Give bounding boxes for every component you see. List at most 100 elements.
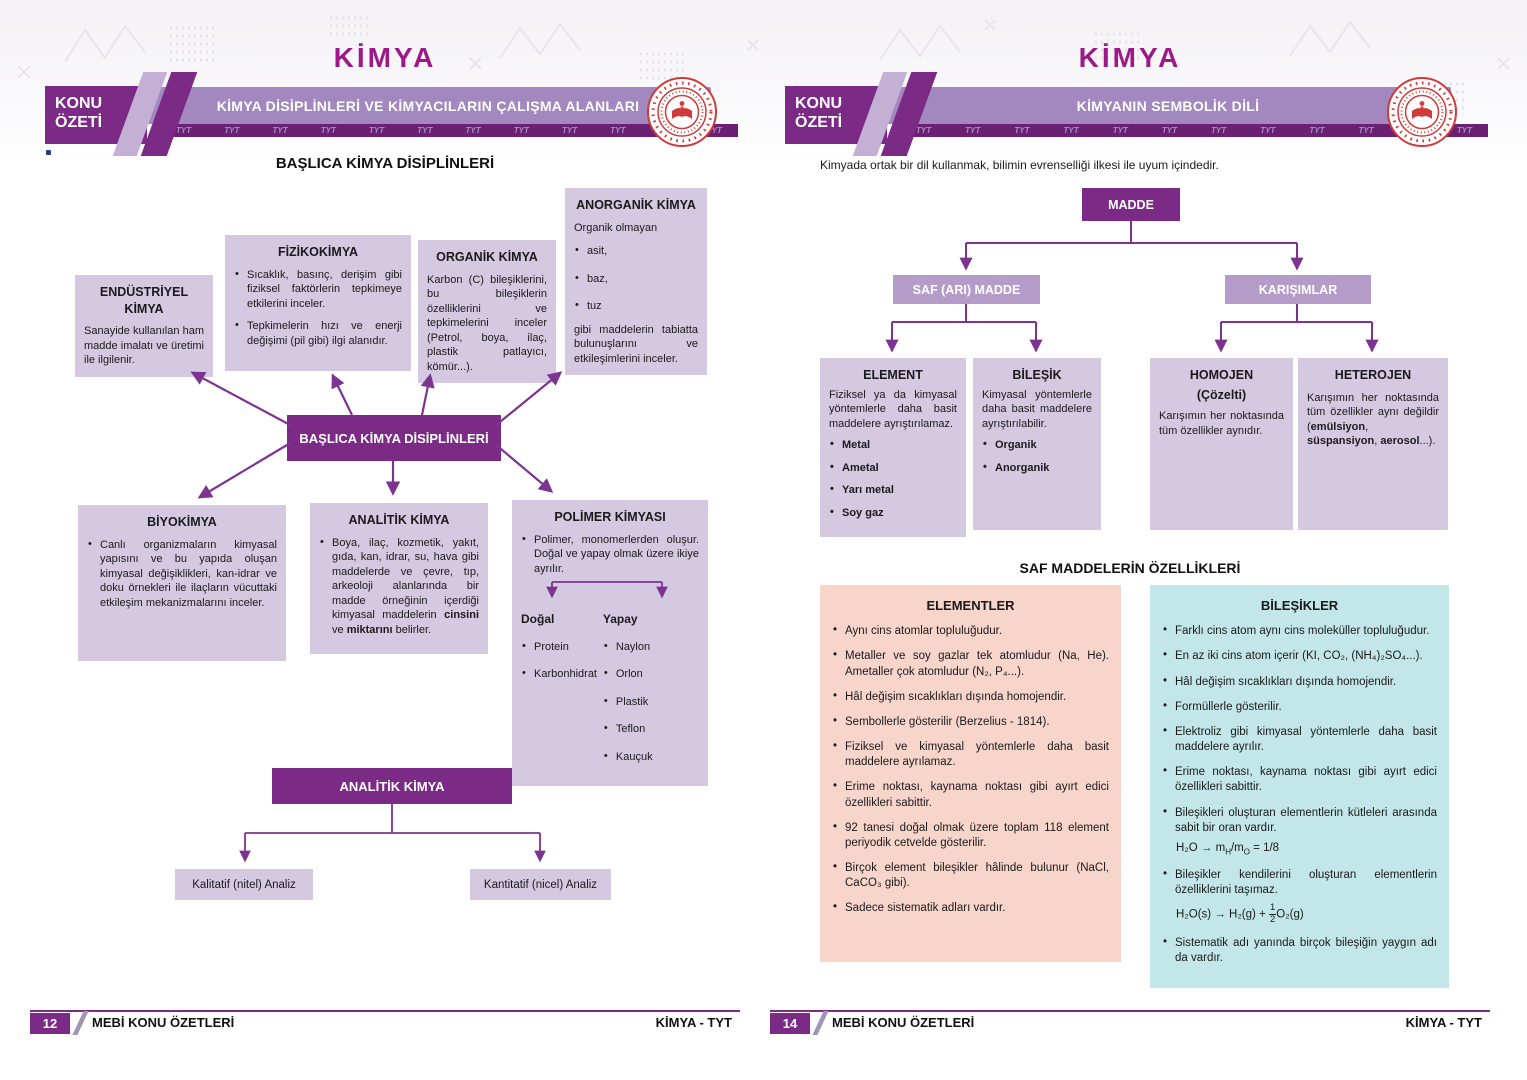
list-item: Naylon <box>603 639 699 655</box>
text-segment: Karışımın her noktasında tüm özellikler … <box>1307 391 1439 433</box>
list-item: Soy gaz <box>829 505 957 521</box>
topic-banner-title: KİMYANIN SEMBOLİK DİLİ <box>1076 97 1260 114</box>
list-item: Metal <box>829 437 957 453</box>
decorative-dot <box>46 150 51 155</box>
bullet-item: baz, <box>574 271 698 287</box>
badge-line2: ÖZETİ <box>795 114 843 132</box>
box-fizikokimya: FİZİKOKİMYA Sıcaklık, basınç, derişim gi… <box>225 235 411 371</box>
text-segment: ve <box>332 623 347 636</box>
box-body: Sanayide kullanılan ham madde imalatı ve… <box>84 325 204 367</box>
node-label: SAF (ARI) MADDE <box>912 282 1021 297</box>
leaf-label: Kalitatif (nitel) Analiz <box>192 878 296 891</box>
node-karisimlar: KARIŞIMLAR <box>1225 275 1371 304</box>
box-body: Karbon (C) bileşiklerini, bu bileşikleri… <box>427 273 547 373</box>
panel-title: BİLEŞİKLER <box>1260 598 1339 613</box>
list-item: Kauçuk <box>603 749 699 765</box>
bullet-item: Erime noktası, kaynama noktası gibi ayır… <box>832 779 1109 810</box>
tyt-label: TYT <box>176 126 192 135</box>
list-item: Teflon <box>603 721 699 737</box>
center-node-label: BAŞLICA KİMYA DİSİPLİNLERİ <box>299 430 489 446</box>
text-segment-bold: süspansiyon <box>1307 435 1375 448</box>
formula-segment: /m <box>1230 841 1244 854</box>
tyt-label: TYT <box>610 126 626 135</box>
formula-subscript: H <box>1225 847 1231 857</box>
text-segment-bold: emülsiyon <box>1310 420 1366 433</box>
tyt-label: TYT <box>916 126 932 135</box>
box-biyokimya: BİYOKİMYA Canlı organizmaların kimyasal … <box>78 505 286 661</box>
bullet-item: Boya, ilaç, kozmetik, yakıt, gıda, kan, … <box>319 535 479 638</box>
column-header: Yapay <box>602 612 638 627</box>
list-item: Karbonhidrat <box>521 666 603 682</box>
left-page: KİMYA KİMYA DİSİPLİNLERİ VE KİMYACILARIN… <box>30 0 740 1080</box>
footer-subject: KİMYA - TYT <box>1405 1015 1482 1030</box>
box-body: Karışımın her noktasında tüm özellikler … <box>1159 410 1284 437</box>
box-bilesik: BİLEŞİK Kimyasal yöntemlerle daha basit … <box>973 358 1101 530</box>
meb-logo <box>1387 77 1457 147</box>
tyt-label: TYT <box>513 126 529 135</box>
box-title: ORGANİK KİMYA <box>436 250 538 264</box>
leaf-label: Kantitatif (nicel) Analiz <box>483 878 598 891</box>
leaf-kantitatif-analiz: Kantitatif (nicel) Analiz <box>470 869 611 900</box>
center-node-baslica-kimya-disiplinleri: BAŞLICA KİMYA DİSİPLİNLERİ <box>287 415 501 461</box>
page-number-value: 14 <box>782 1016 798 1031</box>
box-title: FİZİKOKİMYA <box>277 245 359 259</box>
meb-logo <box>647 77 717 147</box>
bullet-item: Aynı cins atomlar topluluğudur. <box>832 623 1109 639</box>
formula-segment: H₂O(s) → H₂(g) + <box>1176 908 1269 921</box>
box-polimer-kimyasi: POLİMER KİMYASI Polimer, monomerlerden o… <box>512 500 708 787</box>
bullet-item: asit, <box>574 243 698 259</box>
tyt-label: TYT <box>706 126 722 135</box>
section-heading: BAŞLICA KİMYA DİSİPLİNLERİ <box>275 155 495 172</box>
bullet-item: Bileşikler kendilerini oluşturan element… <box>1162 867 1437 926</box>
bullet-item: Hâl değişim sıcaklıkları dışında homojen… <box>832 689 1109 705</box>
bullet-item: Farklı cins atom aynı cins moleküller to… <box>1162 623 1437 639</box>
text-segment: Boya, ilaç, kozmetik, yakıt, gıda, kan, … <box>332 536 479 622</box>
node-madde: MADDE <box>1082 188 1180 221</box>
text-segment: , <box>1374 435 1381 448</box>
footer-series: MEBİ KONU ÖZETLERİ <box>832 1015 975 1030</box>
panel-elementler: ELEMENTLER Aynı cins atomlar topluluğudu… <box>820 585 1121 962</box>
tyt-label: TYT <box>1260 126 1276 135</box>
box-title: ENDÜSTRİYEL KİMYA <box>99 285 189 316</box>
node-saf-madde: SAF (ARI) MADDE <box>893 275 1040 304</box>
box-intro: Organik olmayan <box>574 221 658 234</box>
bullet-item: Erime noktası, kaynama noktası gibi ayır… <box>1162 764 1437 795</box>
tyt-label: TYT <box>465 126 481 135</box>
text-segment: Bileşikler kendilerini oluşturan element… <box>1175 868 1437 896</box>
bullet-item: Tepkimelerin hızı ve enerji değişimi (pi… <box>234 318 402 348</box>
text-segment-bold: miktarını <box>346 623 393 636</box>
polymer-columns: Doğal Protein Karbonhidrat Yapay Naylon … <box>521 612 699 777</box>
bullet-item: Metaller ve soy gazlar tek atomludur (Na… <box>832 648 1109 679</box>
text-segment-bold: aerosol <box>1380 435 1420 448</box>
saf-maddeler-heading: SAF MADDELERİN ÖZELLİKLERİ <box>1019 560 1241 576</box>
tyt-label: TYT <box>1211 126 1227 135</box>
page-number: 12 <box>30 1013 70 1034</box>
list-item: Plastik <box>603 694 699 710</box>
leaf-kalitatif-analiz: Kalitatif (nitel) Analiz <box>175 869 313 900</box>
tyt-label: TYT <box>320 126 336 135</box>
footer-rule <box>770 1010 1490 1012</box>
list-item: Anorganik <box>982 460 1092 476</box>
text-segment: Bileşikleri oluşturan elementlerin kütle… <box>1175 806 1437 834</box>
box-title: POLİMER KİMYASI <box>554 510 666 524</box>
text-segment: belirler. <box>392 623 432 636</box>
tyt-label: TYT <box>1358 126 1374 135</box>
bullet-item: Hâl değişim sıcaklıkları dışında homojen… <box>1162 673 1437 690</box>
tyt-label: TYT <box>417 126 433 135</box>
topic-banner: KİMYA DİSİPLİNLERİ VE KİMYACILARIN ÇALIŞ… <box>145 87 711 124</box>
box-title: ELEMENT <box>863 368 923 382</box>
page-title: KİMYA <box>333 42 437 73</box>
tyt-label: TYT <box>369 126 385 135</box>
page-number: 14 <box>770 1013 810 1034</box>
topic-banner: KİMYANIN SEMBOLİK DİLİ <box>885 87 1451 124</box>
list-item: Orlon <box>603 666 699 682</box>
box-outro: gibi maddelerin tabiatta bulunuşlarını v… <box>574 323 698 365</box>
yapay-column: Yapay Naylon Orlon Plastik Teflon Kauçuk <box>603 612 699 777</box>
analitik-tree-root: ANALİTİK KİMYA <box>272 768 512 804</box>
page-number-value: 12 <box>42 1016 58 1031</box>
page-title: KİMYA <box>1078 42 1182 73</box>
box-analitik-kimya: ANALİTİK KİMYA Boya, ilaç, kozmetik, yak… <box>310 503 488 655</box>
